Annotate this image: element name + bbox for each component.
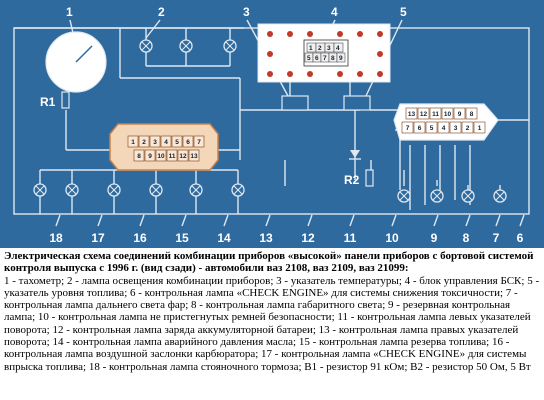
label-top-5: 5 bbox=[400, 5, 407, 19]
illumination-lamps bbox=[139, 39, 237, 53]
control-unit-block: 1 2 3 4 5 6 7 8 9 bbox=[257, 23, 391, 83]
bsk-pin-2: 2 bbox=[318, 45, 322, 52]
right-block-pin: 1 bbox=[478, 125, 482, 132]
label-bottom: 13 bbox=[259, 231, 273, 245]
indicator-lamp bbox=[107, 183, 121, 197]
resistor-r2 bbox=[365, 169, 374, 187]
indicator-lamp bbox=[33, 183, 47, 197]
left-block-pin: 5 bbox=[175, 139, 179, 146]
diode bbox=[349, 150, 361, 160]
left-block-pin: 6 bbox=[186, 139, 190, 146]
indicator-lamps bbox=[33, 183, 507, 203]
bsk-pin-3: 3 bbox=[327, 45, 331, 52]
bsk-pin-8: 8 bbox=[331, 55, 335, 62]
label-top-1: 1 bbox=[66, 5, 73, 19]
indicator-lamp bbox=[461, 189, 475, 203]
tachometer-needle bbox=[75, 45, 93, 63]
bsk-pin-9: 9 bbox=[339, 55, 343, 62]
bsk-pin-4: 4 bbox=[336, 45, 340, 52]
left-block-pin: 2 bbox=[142, 139, 146, 146]
label-bottom: 16 bbox=[133, 231, 147, 245]
bsk-pin-5: 5 bbox=[307, 55, 311, 62]
right-block-pin: 13 bbox=[408, 111, 416, 118]
left-block-pin: 3 bbox=[153, 139, 157, 146]
label-top-4: 4 bbox=[331, 5, 338, 19]
right-block-pin: 9 bbox=[458, 111, 462, 118]
left-block-pin: 8 bbox=[137, 153, 141, 160]
label-bottom: 15 bbox=[175, 231, 189, 245]
indicator-lamp bbox=[430, 189, 444, 203]
left-block-pin: 11 bbox=[169, 153, 176, 160]
left-block-pin: 12 bbox=[179, 153, 187, 160]
right-block-pin: 2 bbox=[466, 125, 470, 132]
right-block-pin: 12 bbox=[420, 111, 428, 118]
indicator-lamp bbox=[65, 183, 79, 197]
label-bottom: 14 bbox=[217, 231, 231, 245]
left-block-pin: 10 bbox=[157, 153, 165, 160]
left-block-pin: 7 bbox=[197, 139, 201, 146]
right-block-pin: 6 bbox=[418, 125, 422, 132]
fuel-gauge-contact bbox=[343, 95, 371, 111]
right-block-pin: 11 bbox=[432, 111, 439, 118]
right-block-pin: 10 bbox=[444, 111, 452, 118]
label-bottom: 18 bbox=[49, 231, 63, 245]
left-block-pin: 1 bbox=[131, 139, 135, 146]
label-top-2: 2 bbox=[158, 5, 165, 19]
caption-title: Электрическая схема соединений комбинаци… bbox=[4, 250, 534, 275]
indicator-lamp bbox=[397, 189, 411, 203]
caption-body: 1 - тахометр; 2 - лампа освещения комбин… bbox=[4, 274, 540, 373]
indicator-labels: 18 17 16 15 14 13 12 11 10 9 8 7 6 bbox=[49, 214, 525, 245]
label-bottom: 7 bbox=[493, 231, 500, 245]
right-block-pin: 4 bbox=[442, 125, 446, 132]
indicator-lamp bbox=[189, 183, 203, 197]
right-block-pin: 8 bbox=[470, 111, 474, 118]
right-block-pin: 7 bbox=[406, 125, 410, 132]
label-bottom: 9 bbox=[431, 231, 438, 245]
label-bottom: 17 bbox=[91, 231, 105, 245]
right-block-pin: 3 bbox=[454, 125, 458, 132]
label-bottom: 11 bbox=[344, 231, 357, 245]
left-block-pin: 4 bbox=[164, 139, 168, 146]
label-bottom: 12 bbox=[301, 231, 315, 245]
temperature-gauge-contact bbox=[281, 95, 309, 111]
right-block-pin: 5 bbox=[430, 125, 434, 132]
label-top-3: 3 bbox=[243, 5, 250, 19]
label-r1: R1 bbox=[40, 95, 56, 109]
indicator-lamp bbox=[231, 183, 245, 197]
indicator-lamp bbox=[493, 189, 507, 203]
bsk-pin-7: 7 bbox=[323, 55, 327, 62]
label-bottom: 10 bbox=[385, 231, 399, 245]
label-r2: R2 bbox=[344, 173, 360, 187]
indicator-lamp bbox=[149, 183, 163, 197]
wiring-diagram: 1 2 3 4 5 bbox=[0, 0, 544, 248]
caption: Электрическая схема соединений комбинаци… bbox=[4, 250, 542, 373]
resistor-r1 bbox=[61, 91, 70, 109]
bsk-pin-1: 1 bbox=[309, 45, 313, 52]
label-bottom: 6 bbox=[517, 231, 524, 245]
left-block-pin: 13 bbox=[190, 153, 198, 160]
right-connector-block: 13 12 11 10 9 8 7 6 5 4 3 2 1 bbox=[393, 103, 499, 141]
label-bottom: 8 bbox=[463, 231, 470, 245]
main-wires bbox=[13, 27, 530, 215]
left-block-pin: 9 bbox=[148, 153, 152, 160]
bsk-pin-6: 6 bbox=[315, 55, 319, 62]
